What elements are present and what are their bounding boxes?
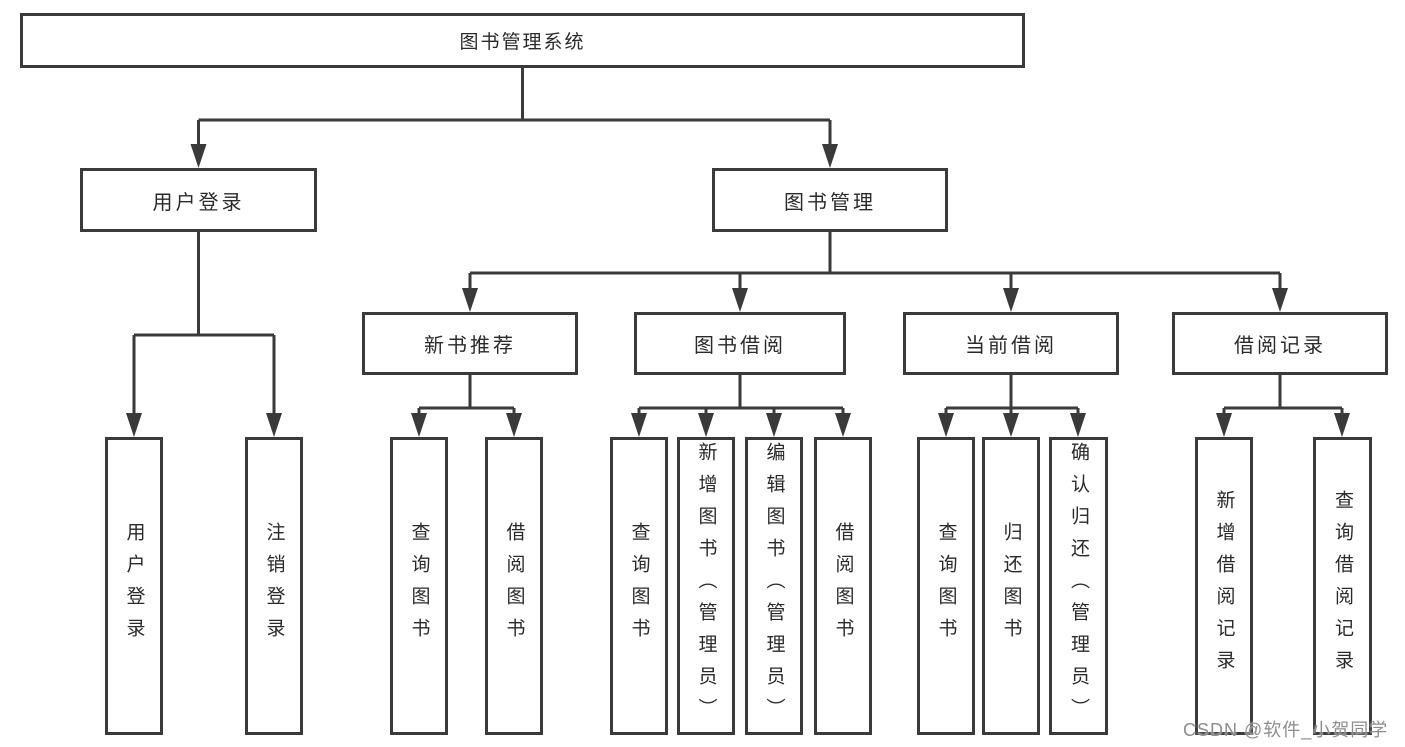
- leaf-edit-book-admin: 编辑图书（管理员）: [745, 437, 803, 735]
- leaf-query-borrow-record: 查询借阅记录: [1313, 437, 1372, 735]
- arrowheads: [126, 144, 1350, 437]
- leaf-add-book-admin: 新增图书（管理员）: [677, 437, 735, 735]
- node-book-borrow: 图书借阅: [634, 312, 846, 375]
- connector-book-mgmt-children: [468, 232, 1282, 290]
- connector-root-to-level2: [197, 68, 832, 146]
- connector-book-borrow-children: [637, 375, 845, 415]
- leaf-borrow-book: 借阅图书: [814, 437, 872, 735]
- node-new-book-recommend: 新书推荐: [362, 312, 578, 375]
- leaf-add-borrow-record: 新增借阅记录: [1195, 437, 1253, 735]
- connector-current-borrow-children: [944, 375, 1080, 415]
- leaf-logout: 注销登录: [245, 437, 303, 735]
- node-current-borrow: 当前借阅: [903, 312, 1119, 375]
- csdn-watermark: CSDN @软件_小贺同学: [1183, 720, 1389, 740]
- leaf-borrow-book-recommend: 借阅图书: [485, 437, 543, 735]
- leaf-return-book: 归还图书: [982, 437, 1040, 735]
- connector-borrow-records-children: [1222, 375, 1344, 415]
- leaf-confirm-return-admin: 确认归还（管理员）: [1049, 437, 1108, 735]
- node-book-management-branch: 图书管理: [712, 168, 948, 232]
- node-user-login-branch: 用户登录: [80, 168, 317, 232]
- node-root-system: 图书管理系统: [20, 13, 1025, 68]
- connector-user-login-children: [132, 232, 276, 415]
- connector-new-book-children: [417, 375, 516, 415]
- leaf-user-login: 用户登录: [105, 437, 163, 735]
- leaf-query-book-recommend: 查询图书: [390, 437, 448, 735]
- leaf-query-book-borrow: 查询图书: [610, 437, 668, 735]
- node-borrow-records: 借阅记录: [1172, 312, 1388, 375]
- leaf-query-book-current: 查询图书: [917, 437, 975, 735]
